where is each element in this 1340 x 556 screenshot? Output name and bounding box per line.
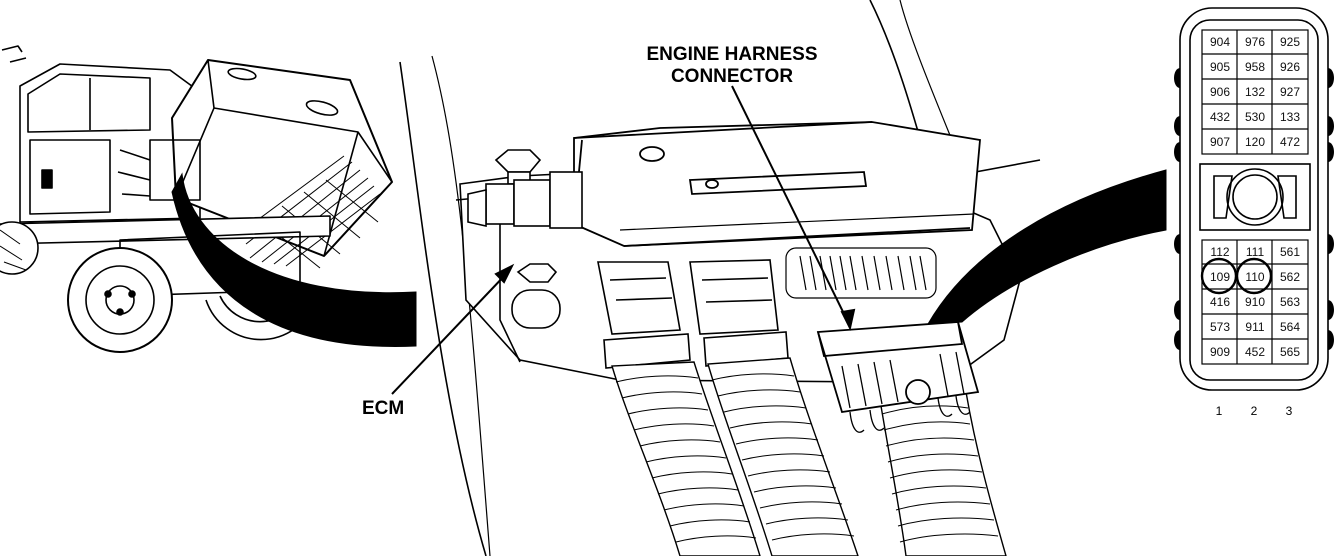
column-number: 2 (1250, 404, 1258, 418)
pin-label: 911 (1245, 320, 1265, 334)
column-number: 3 (1285, 404, 1293, 418)
pin-label: 563 (1279, 295, 1301, 309)
pin-label: 452 (1244, 345, 1266, 359)
pin-label: 530 (1244, 110, 1266, 124)
connector-pinout-diagram (1174, 7, 1334, 391)
pin-label: 472 (1279, 135, 1301, 149)
pin-label: 132 (1244, 85, 1266, 99)
pin-label: 416 (1209, 295, 1231, 309)
convoluted-tubing (611, 357, 1007, 556)
pin-label: 906 (1209, 85, 1231, 99)
pin-label: 109 (1209, 270, 1231, 284)
pin-label: 432 (1209, 110, 1231, 124)
pin-label: 133 (1279, 110, 1301, 124)
pinout-pointer (927, 169, 1167, 325)
engine-harness-connector (816, 321, 980, 433)
pin-label: 925 (1279, 35, 1301, 49)
ecm-bolt-assembly (467, 149, 583, 329)
pin-label: 120 (1244, 135, 1266, 149)
pin-label: 907 (1209, 135, 1231, 149)
pin-label: 565 (1279, 345, 1301, 359)
ecm-body (573, 121, 981, 247)
callout-line-2: CONNECTOR (670, 66, 794, 87)
pin-label: 111 (1245, 245, 1265, 259)
side-harness-plugs (597, 259, 789, 369)
pin-label: 564 (1279, 320, 1301, 334)
ecm-callout: ECM (362, 398, 405, 419)
leader-arrows (391, 85, 856, 395)
location-pointer (171, 172, 417, 347)
engine-harness-connector-callout: ENGINE HARNESS CONNECTOR (612, 44, 852, 88)
pin-label: 909 (1209, 345, 1231, 359)
callout-line-1: ENGINE HARNESS (646, 44, 818, 65)
pin-label: 904 (1209, 35, 1231, 49)
pin-label: 958 (1244, 60, 1266, 74)
pin-label: 927 (1279, 85, 1301, 99)
pin-label: 976 (1244, 35, 1266, 49)
pin-label: 112 (1210, 245, 1230, 259)
highlight-pin-110 (1235, 257, 1273, 295)
pin-label: 910 (1244, 295, 1266, 309)
column-number: 1 (1215, 404, 1223, 418)
pin-label: 926 (1279, 60, 1301, 74)
pin-label: 905 (1209, 60, 1231, 74)
pin-label: 110 (1245, 270, 1265, 284)
pin-label: 573 (1209, 320, 1231, 334)
ecm-socket (785, 247, 937, 299)
pin-label: 561 (1279, 245, 1301, 259)
pin-label: 562 (1279, 270, 1301, 284)
